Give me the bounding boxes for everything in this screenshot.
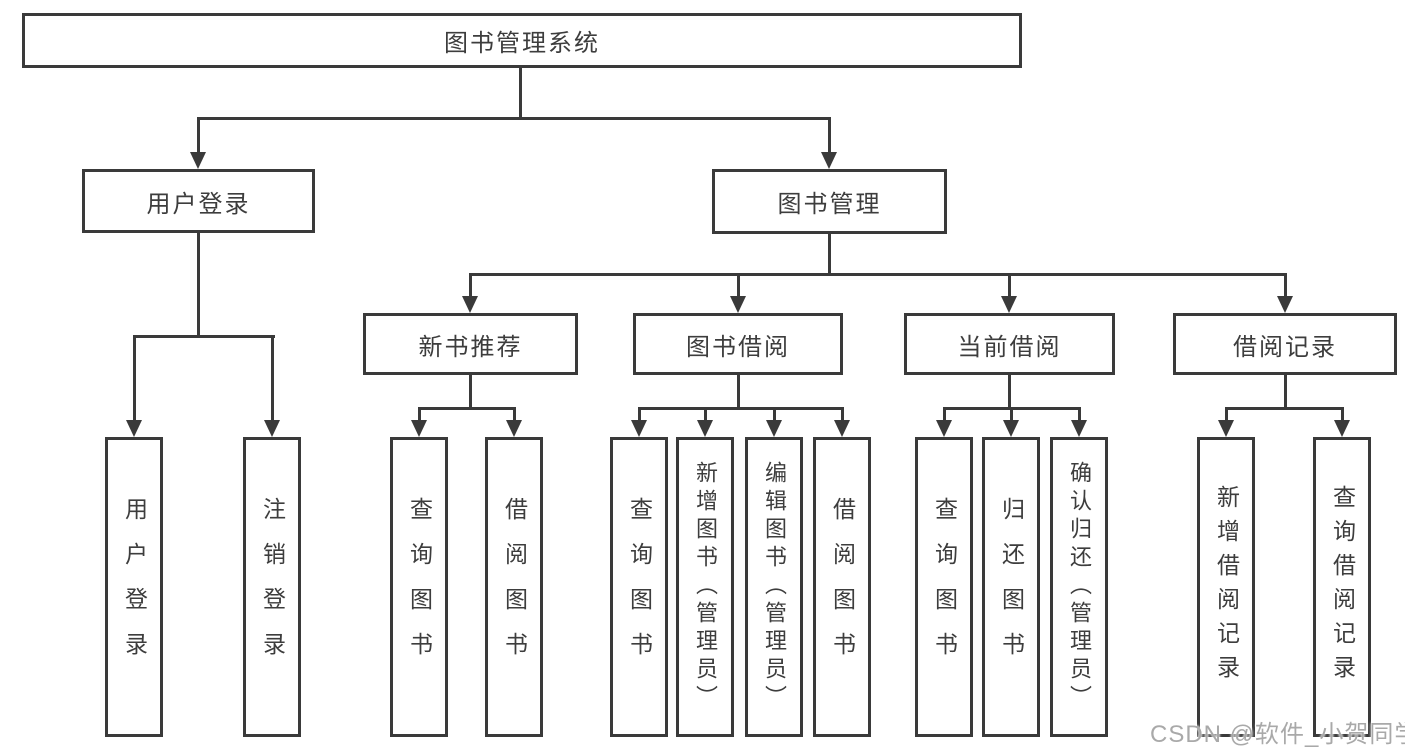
arrowhead-leaf-logout [264,420,280,437]
connector-book-borrowing-stem [737,375,740,409]
arrowhead-book-borrowing [730,296,746,313]
connector-current-borrowing-branch [943,407,1081,410]
leaf-borrow-books-label: 借阅图书 [829,497,856,677]
connector-root-to-book-management [828,119,831,155]
arrowhead-leaf-borrow-books [834,420,850,437]
arrowhead-user-login [190,152,206,169]
arrowhead-leaf-borrow-recommend [506,420,522,437]
leaf-query-borrow-record: 查询借阅记录 [1313,437,1371,737]
node-user-login: 用户登录 [82,169,315,233]
arrowhead-book-management [821,152,837,169]
connector-current-borrowing-stem [1008,375,1011,409]
connector-to-leaf-borrow-books [841,409,844,422]
leaf-query-borrow-record-label: 查询借阅记录 [1329,485,1356,689]
leaf-add-books-admin: 新增图书（管理员） [676,437,734,737]
connector-book-borrowing-branch [638,407,844,410]
connector-root-branch [197,117,831,120]
node-current-borrowing: 当前借阅 [904,313,1115,375]
node-new-book-recommend: 新书推荐 [363,313,578,375]
leaf-borrow-books: 借阅图书 [813,437,871,737]
node-new-book-recommend-label: 新书推荐 [418,333,523,361]
leaf-confirm-return-admin-label: 确认归还（管理员） [1067,461,1092,713]
connector-borrow-records-branch [1225,407,1344,410]
leaf-query-books-borrowing: 查询图书 [610,437,668,737]
leaf-query-books-recommend: 查询图书 [390,437,448,737]
connector-root-to-user-login [197,119,200,155]
connector-user-login-stem [197,233,200,337]
arrowhead-new-book-recommend [462,296,478,313]
arrowhead-leaf-confirm-return [1071,420,1087,437]
connector-to-leaf-borrow-recommend [513,409,516,422]
connector-to-leaf-query-record [1341,409,1344,422]
node-borrow-records-label: 借阅记录 [1233,333,1337,361]
node-root-label: 图书管理系统 [444,30,600,57]
leaf-borrow-books-recommend-label: 借阅图书 [501,497,528,677]
arrowhead-leaf-add-record [1218,420,1234,437]
connector-to-leaf-confirm-return [1078,409,1081,422]
connector-to-leaf-logout [271,337,274,421]
connector-to-leaf-add-books [704,409,707,422]
leaf-edit-books-admin-label: 编辑图书（管理员） [762,461,787,713]
connector-to-leaf-query-recommend [418,409,421,422]
connector-new-book-recommend-stem [469,375,472,409]
leaf-user-login-label: 用户登录 [121,497,148,677]
arrowhead-leaf-user-login [126,420,142,437]
node-book-management: 图书管理 [712,169,947,234]
leaf-query-books-current: 查询图书 [915,437,973,737]
connector-to-current-borrowing [1008,275,1011,297]
leaf-query-books-borrowing-label: 查询图书 [626,497,653,677]
node-current-borrowing-label: 当前借阅 [957,333,1062,361]
leaf-logout: 注销登录 [243,437,301,737]
connector-to-new-book-recommend [469,275,472,297]
leaf-query-books-current-label: 查询图书 [931,497,958,677]
node-borrow-records: 借阅记录 [1173,313,1397,375]
arrowhead-leaf-return-books [1003,420,1019,437]
arrowhead-borrow-records [1277,296,1293,313]
node-book-management-label: 图书管理 [777,191,882,218]
connector-to-leaf-return-books [1010,409,1013,422]
connector-to-leaf-edit-books [773,409,776,422]
leaf-edit-books-admin: 编辑图书（管理员） [745,437,803,737]
connector-to-leaf-query-current [943,409,946,422]
connector-to-leaf-add-record [1225,409,1228,422]
connector-to-book-borrowing [737,275,740,297]
leaf-confirm-return-admin: 确认归还（管理员） [1050,437,1108,737]
node-book-borrowing-label: 图书借阅 [686,333,790,361]
connector-to-borrow-records [1284,275,1287,297]
arrowhead-leaf-query-record [1334,420,1350,437]
connector-borrow-records-stem [1284,375,1287,409]
csdn-watermark: CSDN @软件_小贺同学 [1150,721,1405,747]
node-user-login-label: 用户登录 [146,190,251,218]
leaf-user-login: 用户登录 [105,437,163,737]
leaf-add-borrow-record: 新增借阅记录 [1197,437,1255,737]
leaf-add-borrow-record-label: 新增借阅记录 [1213,485,1240,689]
leaf-logout-label: 注销登录 [259,497,286,677]
leaf-add-books-admin-label: 新增图书（管理员） [693,461,718,713]
arrowhead-leaf-edit-books [766,420,782,437]
connector-book-management-branch [469,273,1287,276]
arrowhead-leaf-add-books [697,420,713,437]
arrowhead-leaf-query-borrowing [631,420,647,437]
leaf-borrow-books-recommend: 借阅图书 [485,437,543,737]
connector-root-stem [519,67,522,119]
arrowhead-leaf-query-current [936,420,952,437]
node-root: 图书管理系统 [22,13,1022,68]
connector-to-leaf-user-login [133,337,136,421]
leaf-query-books-recommend-label: 查询图书 [406,497,433,677]
leaf-return-books-label: 归还图书 [998,497,1025,677]
connector-new-book-recommend-branch [418,407,516,410]
connector-user-login-branch [133,335,275,338]
connector-book-management-stem [828,234,831,275]
leaf-return-books: 归还图书 [982,437,1040,737]
connector-to-leaf-query-borrowing [638,409,641,422]
arrowhead-current-borrowing [1001,296,1017,313]
arrowhead-leaf-query-recommend [411,420,427,437]
node-book-borrowing: 图书借阅 [633,313,843,375]
